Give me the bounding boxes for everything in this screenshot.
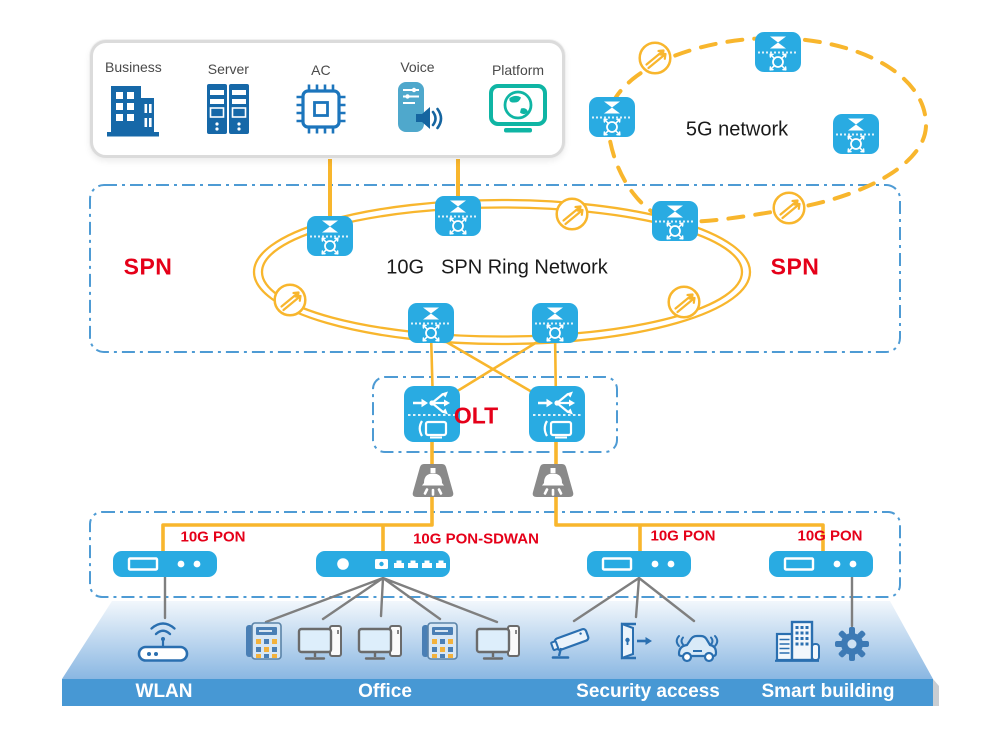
services-panel: Business Server [90,40,565,158]
voice-speaker-icon [390,80,444,143]
desktop-pc-icon [475,622,523,662]
pon-link-label: 10G PON-SDWAN [413,530,539,548]
spn-left-label: SPN [123,253,173,280]
ont-router-icon [113,551,217,577]
door-access-icon [616,620,656,662]
spn-ring-inner [260,206,744,338]
5g-amplifier-icon [772,191,806,225]
ring-speed-label: 10G [386,256,425,279]
globe-monitor-icon [488,83,548,140]
office-building-icon [106,80,160,143]
zone-label-office: Office [358,681,412,702]
5g-amplifier-icon [638,41,672,75]
zone-label-building: Smart building [761,681,895,702]
zone-label-wlan: WLAN [135,681,193,702]
service-voice: Voice [390,59,444,143]
service-label: Platform [491,62,545,78]
zone-band [62,679,933,706]
router2-to-office-links [264,576,499,624]
5g-switch-icon [755,32,801,72]
5g-switch-icon [589,97,635,137]
olt-device-icon [529,386,585,442]
optical-splitter-icon [410,461,456,501]
sdwan-gateway-icon [316,551,450,577]
pon-link-label: 10G PON [180,528,246,546]
spn-switch-icon [435,196,481,236]
spn-ring-outer [252,198,752,346]
desktop-pc-icon [357,622,405,662]
smart-buildings-icon [774,618,820,664]
desk-phone-icon [420,620,462,662]
service-business: Business [105,59,162,143]
spn-ring-label: 10G SPN Ring Network [386,257,608,280]
ring-name-label: SPN Ring Network [441,256,608,279]
optical-splitter-icon [530,461,576,501]
zone-label-security: Security access [576,681,720,702]
connected-car-icon [669,626,725,666]
gear-icon [834,626,870,662]
pon-link-label: 10G PON [650,527,716,545]
spn-switch-icon [307,216,353,256]
service-label: AC [311,62,331,78]
server-racks-icon [205,82,251,141]
service-platform: Platform [488,62,548,140]
spn-amplifier-icon [273,283,307,317]
spn-amplifier-icon [555,197,589,231]
service-label: Business [105,59,162,75]
spn-switch-icon [652,201,698,241]
service-ac: AC [295,62,347,140]
service-server: Server [205,61,251,141]
olt-boundary-box [372,376,618,453]
spn-switch-icon [532,303,578,343]
desktop-pc-icon [297,622,345,662]
service-label: Voice [400,59,435,75]
spn-boundary-box [89,184,901,353]
access-boundary-box [89,511,901,598]
ont-router-icon [587,551,691,577]
cctv-camera-icon [549,623,597,663]
chip-icon [295,83,347,140]
spn-to-olt-cross-links [429,329,558,408]
router3-to-security-links [572,576,696,623]
5g-switch-icon [833,114,879,154]
ont-router-icon [769,551,873,577]
spn-amplifier-icon [667,285,701,319]
desk-phone-icon [244,620,286,662]
olt-label: OLT [453,402,499,429]
pon-link-label: 10G PON [797,527,863,545]
platform-side-edge [933,679,939,706]
5g-ring [605,35,929,224]
wlan-router-icon [136,616,190,664]
5g-network-label: 5G network [685,118,789,141]
olt-device-icon [404,386,460,442]
spn-right-label: SPN [770,253,820,280]
spn-switch-icon [408,303,454,343]
service-label: Server [207,61,249,77]
